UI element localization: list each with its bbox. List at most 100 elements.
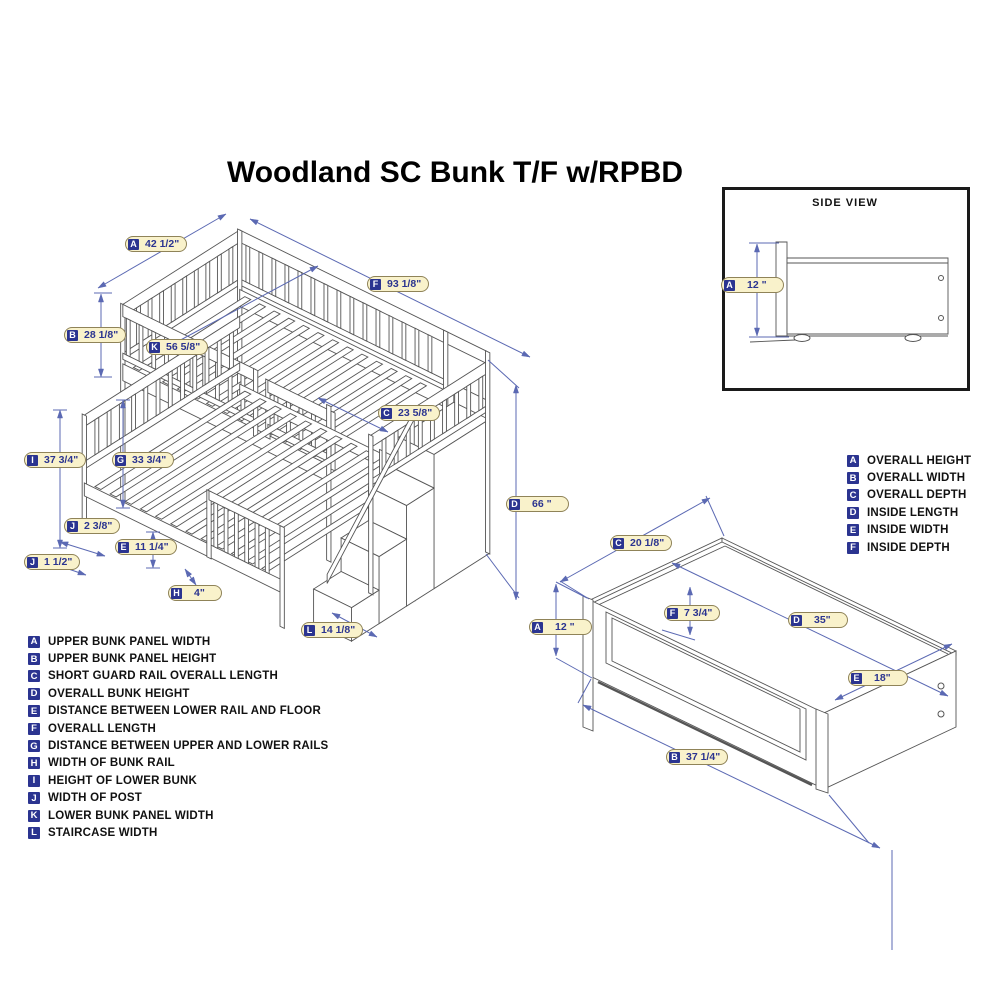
dim-value: 37 3/4" xyxy=(44,454,79,466)
dim-label-main-A: A 42 1/2" xyxy=(125,236,188,252)
dim-value: 12 " xyxy=(555,621,575,633)
legend-letter: K xyxy=(28,809,40,822)
legend-label: WIDTH OF BUNK RAIL xyxy=(48,757,175,770)
legend-letter: C xyxy=(847,489,859,502)
dim-letter: B xyxy=(67,329,78,341)
dim-letter: H xyxy=(171,587,182,599)
dim-letter: D xyxy=(791,614,802,626)
legend-label: INSIDE WIDTH xyxy=(867,524,949,537)
legend-item-E: E INSIDE WIDTH xyxy=(847,522,971,539)
dim-value: 23 5/8" xyxy=(398,407,433,419)
legend-item-G: G DISTANCE BETWEEN UPPER AND LOWER RAILS xyxy=(28,737,328,754)
legend-letter: D xyxy=(28,687,40,700)
dim-label-main-H: H 4" xyxy=(168,585,222,601)
dim-letter: A xyxy=(532,621,543,633)
dim-label-trundle-A: A 12 " xyxy=(529,619,592,635)
dim-letter: D xyxy=(509,498,520,510)
legend-label: LOWER BUNK PANEL WIDTH xyxy=(48,809,214,822)
dim-value: 11 1/4" xyxy=(135,541,169,553)
dim-label-main-I: I 37 3/4" xyxy=(24,452,87,468)
dim-label-main-C: C 23 5/8" xyxy=(378,405,441,421)
legend-label: WIDTH OF POST xyxy=(48,792,142,805)
dim-letter: E xyxy=(851,672,862,684)
legend-letter: H xyxy=(28,757,40,770)
dim-letter: F xyxy=(370,278,381,290)
legend-item-E: E DISTANCE BETWEEN LOWER RAIL AND FLOOR xyxy=(28,703,328,720)
dim-value: 42 1/2" xyxy=(145,238,180,250)
dim-label-main-D: D 66 " xyxy=(506,496,569,512)
legend-item-F: F INSIDE DEPTH xyxy=(847,539,971,556)
legend-label: OVERALL BUNK HEIGHT xyxy=(48,687,190,700)
legend-letter: I xyxy=(28,774,40,787)
dim-value: 93 1/8" xyxy=(387,278,422,290)
dim-label-trundle-E: E 18" xyxy=(848,670,908,686)
legend-letter: A xyxy=(28,635,40,648)
legend-letter: B xyxy=(847,472,859,485)
legend-letter: D xyxy=(847,506,859,519)
legend-item-D: D OVERALL BUNK HEIGHT xyxy=(28,685,328,702)
legend-label: UPPER BUNK PANEL WIDTH xyxy=(48,635,211,648)
dim-value: 7 3/4" xyxy=(684,607,713,619)
legend-letter: A xyxy=(847,454,859,467)
legend-label: DISTANCE BETWEEN LOWER RAIL AND FLOOR xyxy=(48,705,321,718)
legend-label: STAIRCASE WIDTH xyxy=(48,826,158,839)
legend-item-K: K LOWER BUNK PANEL WIDTH xyxy=(28,807,328,824)
dim-letter: G xyxy=(115,454,126,466)
side-view-title: SIDE VIEW xyxy=(812,197,878,209)
legend-item-D: D INSIDE LENGTH xyxy=(847,504,971,521)
legend-item-B: B OVERALL WIDTH xyxy=(847,469,971,486)
dim-value: 35" xyxy=(814,614,831,626)
dim-value: 56 5/8" xyxy=(166,341,201,353)
legend-letter: G xyxy=(28,740,40,753)
dim-label-trundle-C: C 20 1/8" xyxy=(610,535,673,551)
dim-value: 18" xyxy=(874,672,891,684)
dim-value: 20 1/8" xyxy=(630,537,665,549)
dim-letter: A xyxy=(128,238,139,250)
legend-letter: C xyxy=(28,670,40,683)
legend-item-C: C OVERALL DEPTH xyxy=(847,487,971,504)
legend-letter: F xyxy=(847,541,859,554)
dim-label-trundle-B: B 37 1/4" xyxy=(666,749,729,765)
legend-label: DISTANCE BETWEEN UPPER AND LOWER RAILS xyxy=(48,740,329,753)
legend-label: OVERALL LENGTH xyxy=(48,722,157,735)
legend-letter: E xyxy=(28,705,40,718)
legend-letter: F xyxy=(28,722,40,735)
legend-label: OVERALL WIDTH xyxy=(867,472,966,485)
dim-letter: I xyxy=(27,454,38,466)
legend-item-I: I HEIGHT OF LOWER BUNK xyxy=(28,772,328,789)
dim-letter: C xyxy=(381,407,392,419)
dim-value: 4" xyxy=(194,587,205,599)
dim-value: 12 " xyxy=(747,279,767,291)
dim-letter: C xyxy=(613,537,624,549)
page-title: Woodland SC Bunk T/F w/RPBD xyxy=(226,156,684,189)
dim-letter: F xyxy=(667,607,678,619)
dim-value: 37 1/4" xyxy=(686,751,721,763)
dim-value: 14 1/8" xyxy=(321,624,356,636)
legend-label: OVERALL DEPTH xyxy=(867,489,967,502)
dim-value: 66 " xyxy=(532,498,552,510)
legend-item-F: F OVERALL LENGTH xyxy=(28,720,328,737)
dim-label-main-F: F 93 1/8" xyxy=(367,276,430,292)
dim-label-sideview-A: A 12 " xyxy=(721,277,784,293)
legend-letter: E xyxy=(847,524,859,537)
legend-label: INSIDE DEPTH xyxy=(867,541,950,554)
dim-letter: B xyxy=(669,751,680,763)
legend-label: HEIGHT OF LOWER BUNK xyxy=(48,774,198,787)
dim-value: 2 3/8" xyxy=(84,520,113,532)
legend-label: INSIDE LENGTH xyxy=(867,506,959,519)
dim-letter: J xyxy=(27,556,38,568)
